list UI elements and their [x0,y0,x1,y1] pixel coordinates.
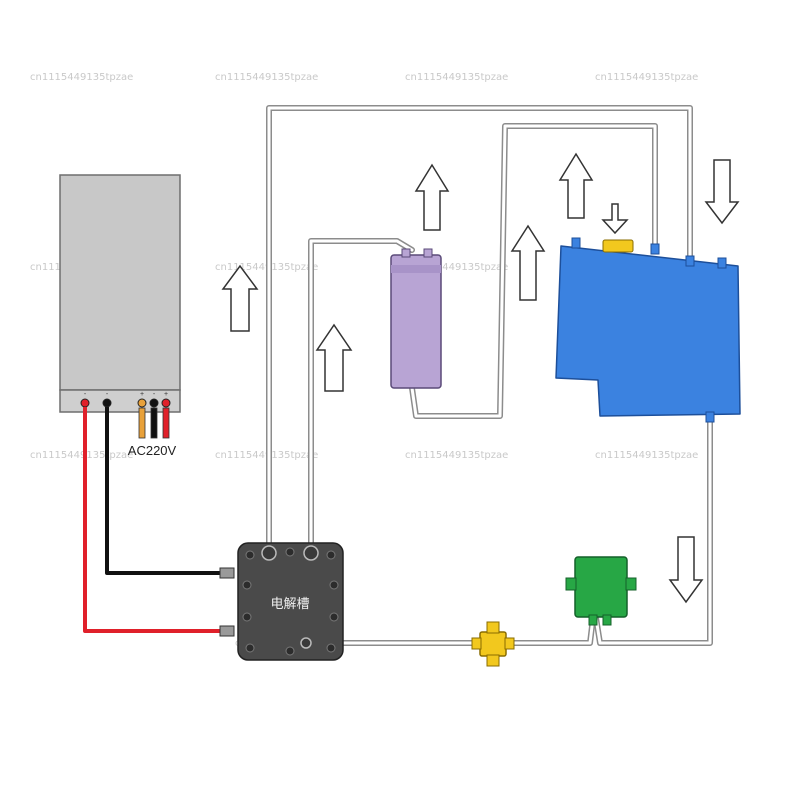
separator-top-port-left [401,248,411,258]
separator-body [390,254,442,389]
valve-top-stub [486,621,500,634]
pump-bracket-left [565,577,577,591]
watermark-4: cn1115449135tpzae [595,72,698,83]
pump-port-right [602,614,612,626]
tank-outlet [705,411,715,423]
watermark-12: cn1115449135tpzae [595,450,698,461]
connector-negative [219,567,235,579]
tank-port-4 [717,257,727,269]
electrolyzer-label: 电解槽 [270,596,309,611]
bolt-5 [329,580,339,590]
watermark-9: cn1115449135tpzae [30,450,133,461]
terminal-minus-label-3: - [153,391,156,398]
terminal-positive-out [80,398,90,408]
wire-connectors [219,567,235,637]
bolt-7 [329,612,339,622]
watermark-7: cn1115449135tpzae [405,262,508,273]
ac-lead-black [150,407,158,439]
wire-negative [105,407,222,575]
separator-band [391,265,441,273]
tank-body [555,245,741,417]
terminal-minus-label: - [84,391,87,398]
ac-input-label: AC220V [128,443,177,458]
check-valve [471,621,515,667]
arrow-down-tank-inlet [601,203,629,235]
separator-top-port-right [423,248,433,258]
power-supply-terminal-strip [59,389,181,413]
power-supply: - - + - + AC220V [59,174,181,458]
bolt-2 [285,547,295,557]
tank-port-1 [571,237,581,249]
outlet-fitting-right [303,545,319,561]
ac-lead-red [162,407,170,439]
arrow-down-return-line [668,536,704,604]
terminal-plus-label: + [140,391,144,398]
watermark-3: cn1115449135tpzae [405,72,508,83]
arrow-up-tank [558,152,594,219]
bolt-3 [326,550,336,560]
bolt-6 [242,612,252,622]
pump-bracket-right [625,577,637,591]
valve-body [479,631,507,657]
dc-wires [83,407,222,633]
watermark-2: cn1115449135tpzae [215,72,318,83]
pump-body [574,556,628,618]
valve-bottom-stub [486,654,500,667]
bolt-9 [285,646,295,656]
outlet-fitting-left [261,545,277,561]
water-tank [555,237,741,423]
pump-port-left [588,614,598,626]
terminal-ac-2 [149,398,159,408]
arrow-down-tank-right [704,159,740,225]
ac-lead-orange [138,407,146,439]
arrow-up-return [510,224,546,301]
tank-port-2 [650,243,660,255]
power-supply-body [59,174,181,391]
watermark-1: cn1115449135tpzae [30,72,133,83]
watermark-11: cn1115449135tpzae [405,450,508,461]
electrolyzer-body [237,542,344,661]
arrow-up-left-riser [221,264,259,332]
valve-right-stub [504,637,515,650]
terminal-ac-1 [137,398,147,408]
valve-left-stub [471,637,482,650]
bolt-8 [245,643,255,653]
tank-fill-cap [602,239,634,253]
tank-port-3 [685,255,695,267]
terminal-negative-out [102,398,112,408]
arrow-up-separator [414,163,450,231]
inlet-fitting [300,637,312,649]
gas-separator [390,248,442,389]
bolt-1 [245,550,255,560]
hoses [266,105,713,646]
arrow-up-center-riser [315,323,353,392]
connector-positive [219,625,235,637]
terminal-ac-3 [161,398,171,408]
electrolyzer: 电解槽 [237,542,344,661]
wire-positive [83,407,222,633]
water-pump [565,556,637,626]
bolt-4 [242,580,252,590]
flow-arrows [221,152,740,604]
terminal-plus-label-2: + [164,391,168,398]
terminal-minus-label-2: - [106,391,109,398]
bolt-10 [326,643,336,653]
